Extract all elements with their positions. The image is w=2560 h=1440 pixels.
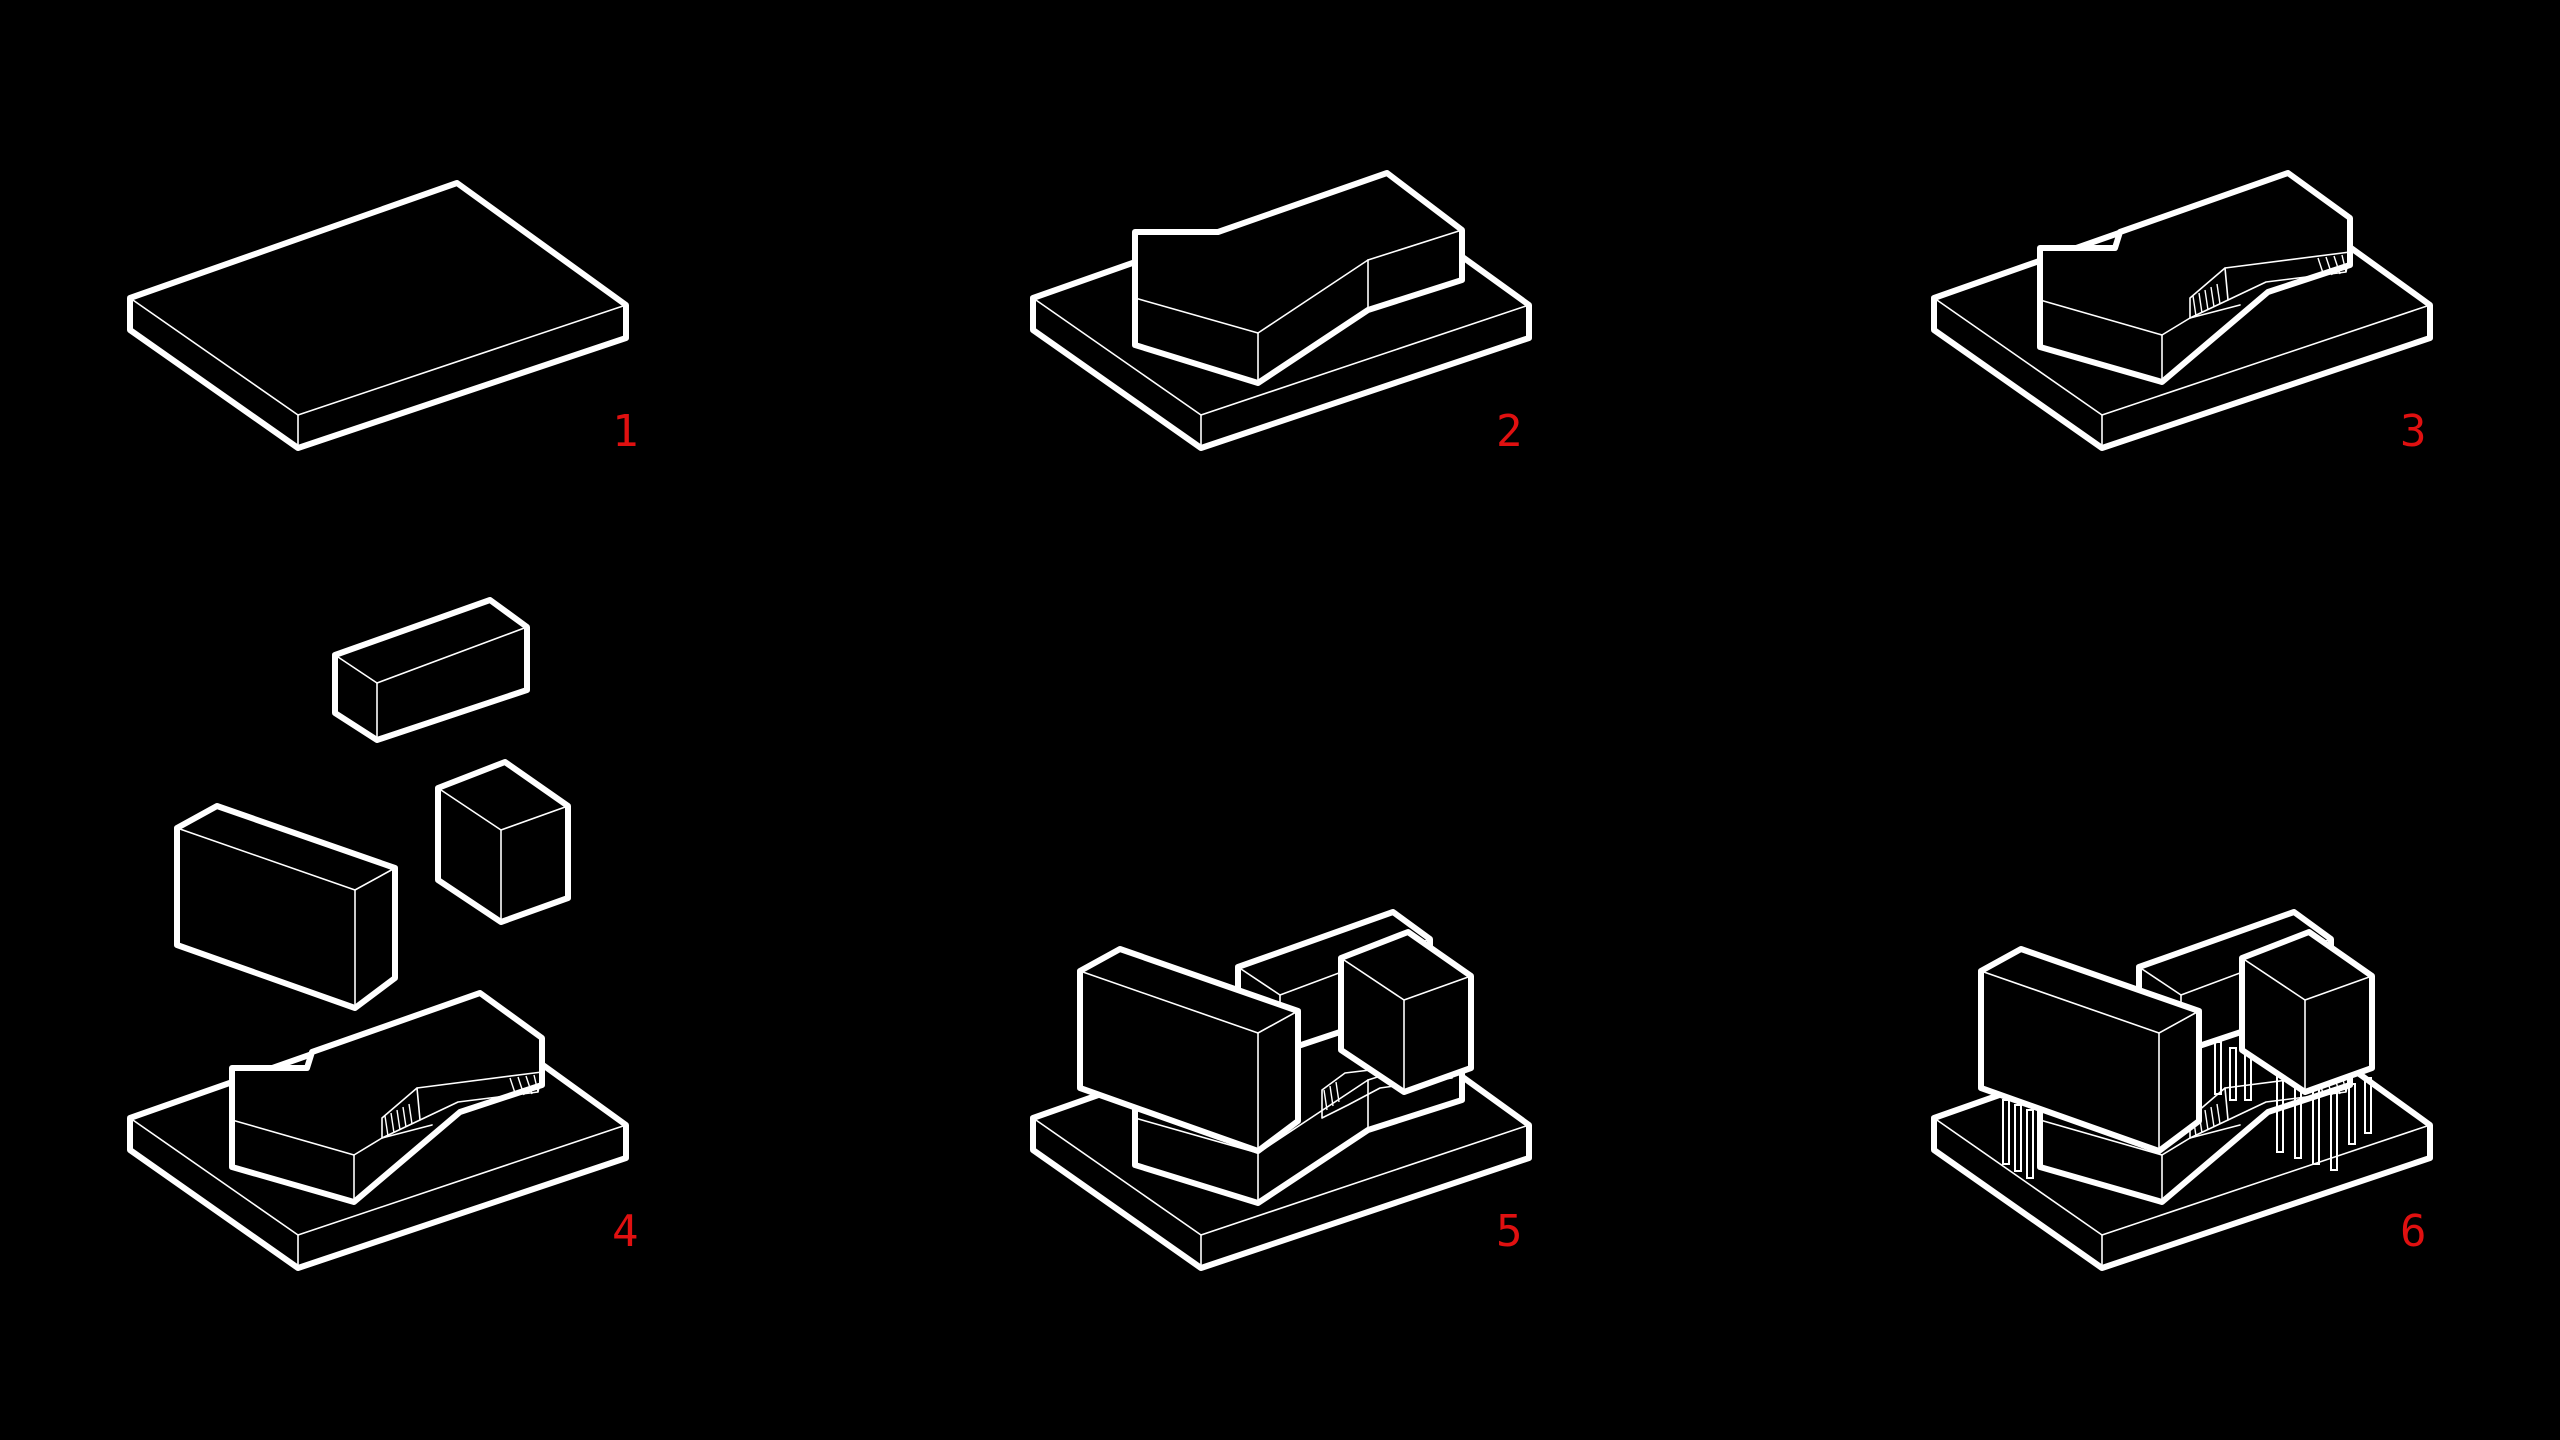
step-2-base-volume bbox=[1033, 173, 1529, 448]
step-5-assembled-volumes bbox=[1033, 912, 1529, 1268]
step-1-site-slab bbox=[130, 183, 626, 448]
step-label-2: 2 bbox=[1496, 410, 1523, 454]
step-label-5: 5 bbox=[1496, 1210, 1523, 1254]
step-label-1: 1 bbox=[612, 410, 639, 454]
step-label-3: 3 bbox=[2400, 410, 2427, 454]
step-4-exploded-volumes bbox=[130, 600, 626, 1268]
step-label-6: 6 bbox=[2400, 1210, 2427, 1254]
step-6-volumes-on-pilotis bbox=[1934, 912, 2430, 1268]
step-3-carved-volume bbox=[1934, 173, 2430, 448]
step-label-4: 4 bbox=[612, 1210, 639, 1254]
